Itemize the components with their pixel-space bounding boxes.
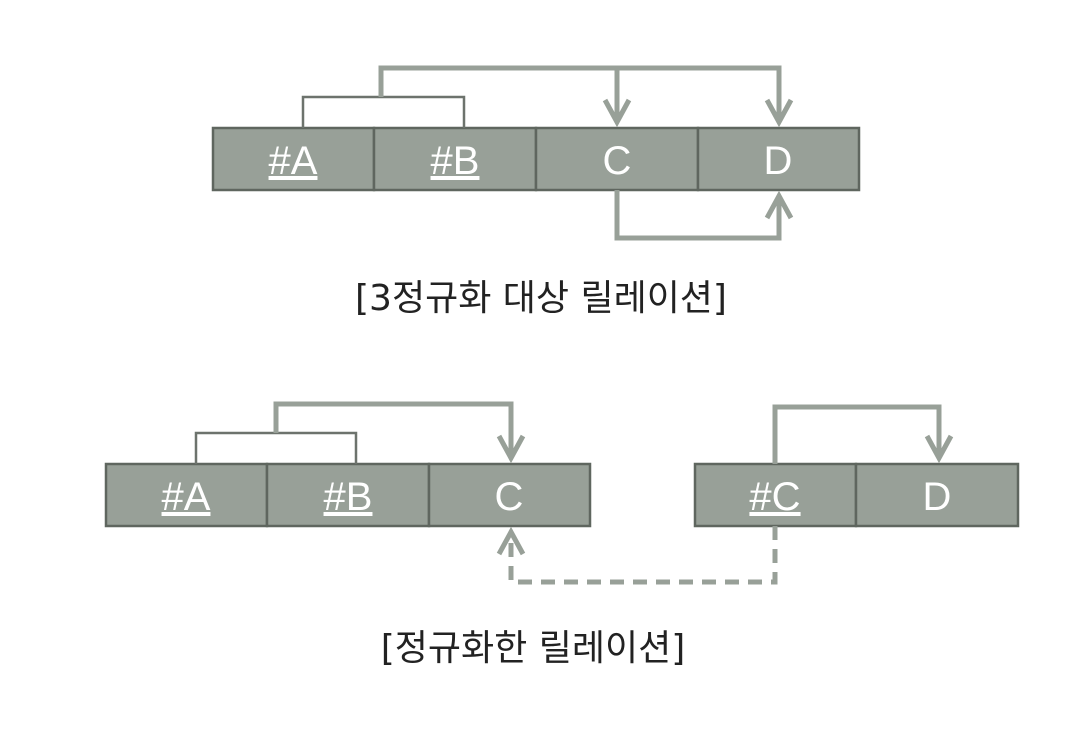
arrowhead-down-c-normalized (496, 434, 526, 464)
cell-a-label: #A (269, 139, 318, 183)
cell-a: #A (211, 126, 376, 192)
cell-d-normalized: D (854, 462, 1020, 528)
arrowhead-down-d-normalized (924, 434, 954, 464)
relation-normalized-right: #C D (693, 462, 1020, 528)
cell-c-label: C (603, 139, 632, 183)
arrowhead-up-d (764, 190, 794, 220)
cell-c-normalized: C (427, 462, 592, 528)
dependency-ab-to-c-and-d (378, 65, 782, 118)
cell-b: #B (372, 126, 538, 192)
cell-d-label: D (764, 139, 793, 183)
caption-normalized: [정규화한 릴레이션] (381, 628, 686, 669)
cell-d-normalized-label: D (923, 475, 952, 519)
arrowhead-up-c-normalized (496, 526, 526, 556)
cell-d: D (696, 126, 861, 192)
cell-c: C (534, 126, 700, 192)
cell-b-normalized: #B (265, 462, 431, 528)
cell-a-normalized-label: #A (162, 475, 211, 519)
foreign-key-reference (508, 526, 778, 585)
cell-c-key: #C (693, 462, 858, 528)
cell-a-normalized: #A (104, 462, 269, 528)
relation-normalized-left: #A #B C (104, 462, 592, 528)
dependency-ab-to-c-normalized (273, 401, 514, 454)
arrowhead-down-d (764, 98, 794, 128)
dependency-c-to-d (614, 190, 782, 241)
cell-c-key-label: #C (749, 475, 800, 519)
cell-b-label: #B (431, 139, 480, 183)
composite-key-bracket-bottom (194, 431, 358, 464)
caption-3nf-target: [3정규화 대상 릴레이션] (355, 278, 727, 319)
dependency-c-to-d-normalized (772, 404, 942, 464)
cell-b-normalized-label: #B (324, 475, 373, 519)
composite-key-bracket-top (301, 95, 466, 128)
cell-c-normalized-label: C (495, 475, 524, 519)
arrowhead-down-c (602, 98, 632, 128)
relation-3nf-target: #A #B C D (211, 126, 861, 192)
